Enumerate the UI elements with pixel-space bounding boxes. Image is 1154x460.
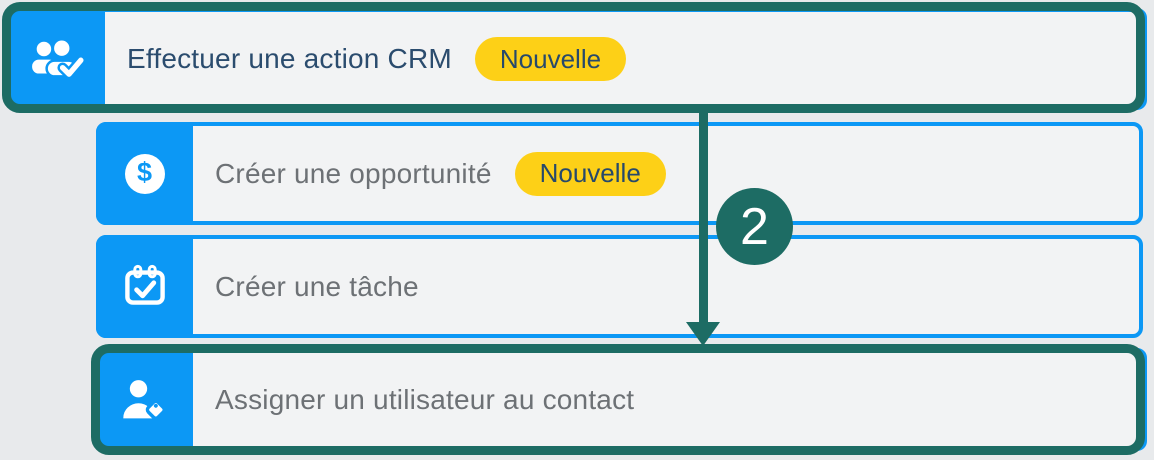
users-check-icon [8, 8, 105, 110]
card-label: Effectuer une action CRM [127, 43, 452, 74]
card-label: Créer une tâche [215, 270, 419, 302]
calendar-check-icon [96, 235, 193, 338]
dollar-circle-icon: $ [96, 122, 193, 225]
card-label: Créer une opportunité [215, 157, 492, 189]
action-card-create-task[interactable]: Créer une tâche [96, 235, 1143, 338]
action-card-crm-action[interactable]: Effectuer une action CRM Nouvelle [8, 8, 1147, 110]
user-tag-icon [96, 348, 193, 451]
dollar-glyph: $ [124, 153, 165, 194]
action-card-create-opportunity[interactable]: $ Créer une opportunité Nouvelle [96, 122, 1143, 225]
new-badge: Nouvelle [474, 37, 627, 81]
card-label: Assigner un utilisateur au contact [215, 383, 635, 415]
annotation-arrow-shaft [699, 111, 708, 325]
new-badge: Nouvelle [514, 151, 666, 196]
step-number-badge: 2 [716, 188, 793, 265]
action-card-assign-user[interactable]: Assigner un utilisateur au contact [96, 348, 1147, 451]
annotation-arrow-head [686, 322, 720, 346]
